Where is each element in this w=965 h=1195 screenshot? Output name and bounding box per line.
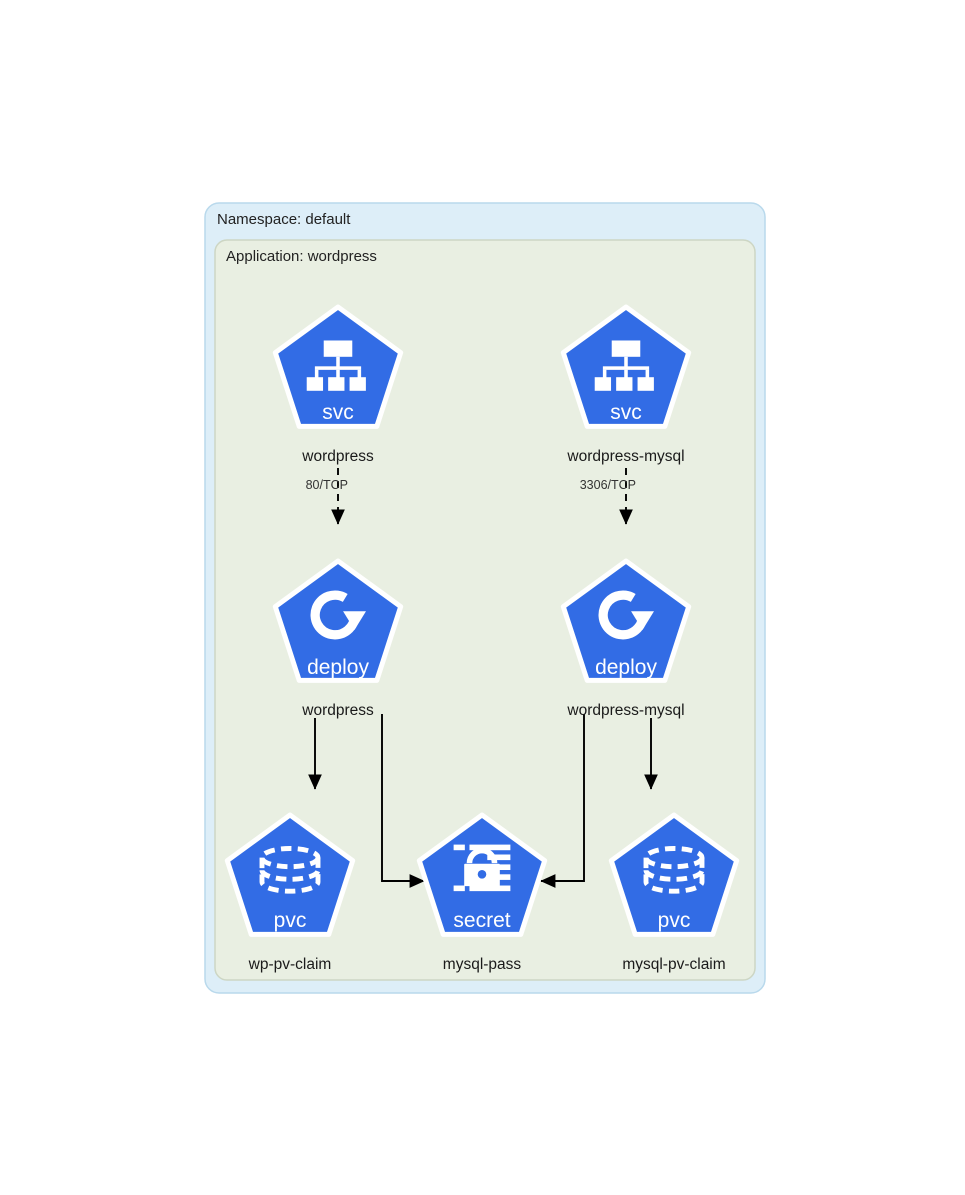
node-name-secret-mysql-pass: mysql-pass xyxy=(443,956,522,973)
edge-deploy-wordpress-to-secret xyxy=(381,714,425,888)
edge-svc-mysql-to-deploy: 3306/TCP xyxy=(580,468,636,525)
node-deploy-wordpress[interactable]: deploy xyxy=(275,561,400,680)
node-svc-wordpress[interactable]: svc xyxy=(275,307,400,426)
edge-svc-wordpress-to-deploy: 80/TCP xyxy=(306,468,348,525)
node-name-pvc-wp-pv-claim: wp-pv-claim xyxy=(248,956,332,973)
node-name-pvc-mysql-pv-claim: mysql-pv-claim xyxy=(622,956,725,973)
edge-deploy-mysql-to-secret xyxy=(540,714,585,888)
node-name-svc-wordpress: wordpress xyxy=(301,448,374,465)
node-kind-label: svc xyxy=(322,401,354,424)
node-deploy-wordpress-mysql[interactable]: deploy xyxy=(563,561,688,680)
node-pvc-mysql-pv-claim[interactable]: pvc xyxy=(611,815,736,934)
node-secret-mysql-pass[interactable]: secret xyxy=(419,815,544,934)
node-kind-label: deploy xyxy=(307,656,369,679)
edge-label-80-tcp: 80/TCP xyxy=(306,478,348,492)
node-svc-wordpress-mysql[interactable]: svc xyxy=(563,307,688,426)
node-name-deploy-wordpress-mysql: wordpress-mysql xyxy=(566,702,684,719)
node-kind-label: pvc xyxy=(658,909,691,932)
edge-label-3306-tcp: 3306/TCP xyxy=(580,478,636,492)
namespace-label: Namespace: default xyxy=(217,211,351,228)
node-kind-label: secret xyxy=(453,909,510,932)
node-name-svc-wordpress-mysql: wordpress-mysql xyxy=(566,448,684,465)
node-kind-label: svc xyxy=(610,401,642,424)
node-name-deploy-wordpress: wordpress xyxy=(301,702,374,719)
node-kind-label: pvc xyxy=(274,909,307,932)
node-pvc-wp-pv-claim[interactable]: pvc xyxy=(227,815,352,934)
node-kind-label: deploy xyxy=(595,656,657,679)
application-label: Application: wordpress xyxy=(226,248,377,265)
